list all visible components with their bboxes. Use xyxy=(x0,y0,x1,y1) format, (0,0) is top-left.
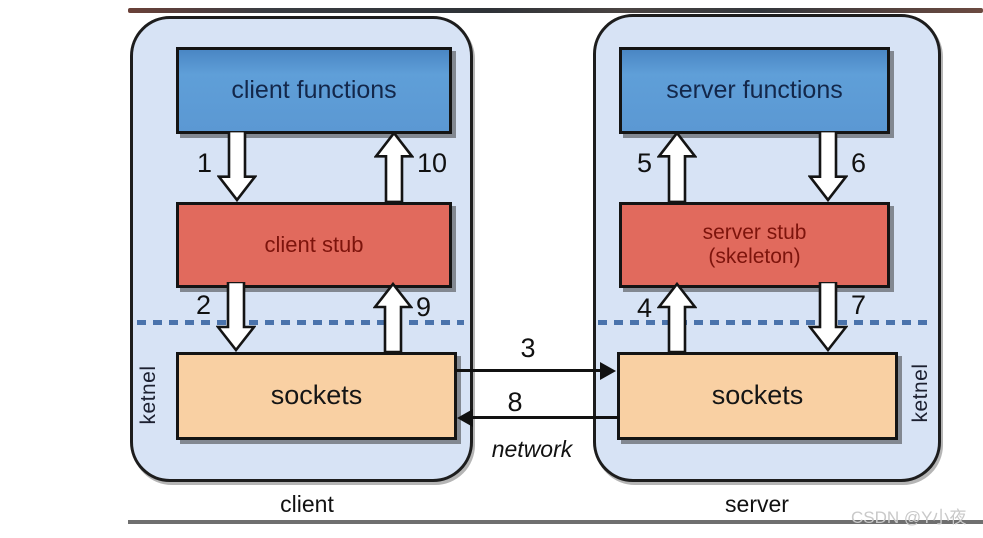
csdn-watermark: CSDN @Y小夜 xyxy=(851,508,967,527)
arrow-up-step4-icon xyxy=(657,282,697,352)
arrow-up-step9-icon xyxy=(373,282,413,352)
server-kernel-label: ketnel xyxy=(909,363,932,423)
bottom-rule xyxy=(128,520,983,524)
client-stub-box: client stub xyxy=(176,202,452,288)
cropped-top-edge-line xyxy=(128,8,983,13)
arrow-right-icon xyxy=(600,362,616,380)
server-sockets-label: sockets xyxy=(711,380,804,411)
step-label-6: 6 xyxy=(851,148,867,178)
client-functions-label: client functions xyxy=(231,76,397,105)
arrow-up-step5-icon xyxy=(657,131,697,202)
server-stub-label-line2: (skeleton) xyxy=(708,245,801,268)
arrow-up-step10-icon xyxy=(374,131,414,202)
server-stub-label-line1: server stub xyxy=(702,220,807,244)
step-label-1: 1 xyxy=(196,148,212,178)
kernel-boundary-dashed-line-server xyxy=(598,320,931,325)
step-label-9: 9 xyxy=(416,292,432,322)
server-functions-label: server functions xyxy=(666,76,843,105)
step-label-3: 3 xyxy=(520,333,536,363)
arrow-down-step7-icon xyxy=(808,282,848,352)
step-label-2: 2 xyxy=(195,290,211,320)
client-sockets-label: sockets xyxy=(270,380,363,411)
server-functions-box: server functions xyxy=(619,47,890,134)
server-caption: server xyxy=(725,491,789,517)
arrow-down-step6-icon xyxy=(808,131,848,202)
server-sockets-box: sockets xyxy=(617,352,898,440)
client-kernel-label: ketnel xyxy=(137,365,160,425)
network-arrow-to-server-line xyxy=(455,369,602,372)
network-caption: network xyxy=(491,436,573,462)
kernel-boundary-dashed-line-client xyxy=(137,320,464,325)
client-sockets-box: sockets xyxy=(176,352,457,440)
client-caption: client xyxy=(280,491,334,517)
client-functions-box: client functions xyxy=(176,47,452,134)
step-label-7: 7 xyxy=(851,290,867,320)
arrow-left-icon xyxy=(457,409,473,427)
server-stub-box: server stub (skeleton) xyxy=(619,202,890,288)
arrow-down-step2-icon xyxy=(216,282,256,352)
step-label-5: 5 xyxy=(636,148,652,178)
step-label-8: 8 xyxy=(507,387,523,417)
network-arrow-to-client-line xyxy=(472,416,619,419)
step-label-10: 10 xyxy=(417,148,448,178)
client-stub-label: client stub xyxy=(264,232,364,258)
step-label-4: 4 xyxy=(636,293,652,323)
arrow-down-step1-icon xyxy=(217,131,257,202)
